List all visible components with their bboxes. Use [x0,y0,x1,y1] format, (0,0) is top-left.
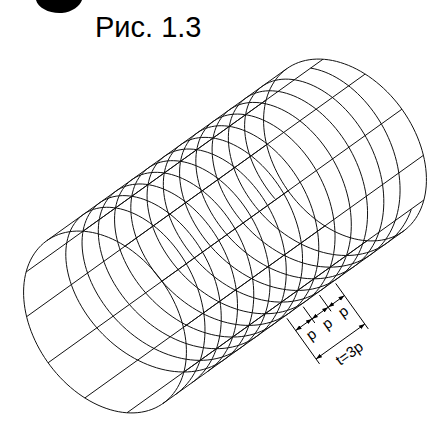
helix-line [66,68,400,394]
figure-caption: Рис. 1.3 [95,13,201,42]
dimension-label: p [303,326,319,343]
extension-line [336,283,369,329]
generator-line [127,241,367,413]
helix-line [98,79,383,371]
dimension-label: p [319,314,335,331]
cylinder-wireframe [24,59,427,413]
cropped-figure [36,0,82,13]
generator-line [26,100,266,272]
dimension-label: t=3p [332,338,365,367]
extension-line [287,318,320,364]
helix-line [82,91,411,383]
dimension-label: p [336,303,352,320]
generator-line [27,145,267,317]
